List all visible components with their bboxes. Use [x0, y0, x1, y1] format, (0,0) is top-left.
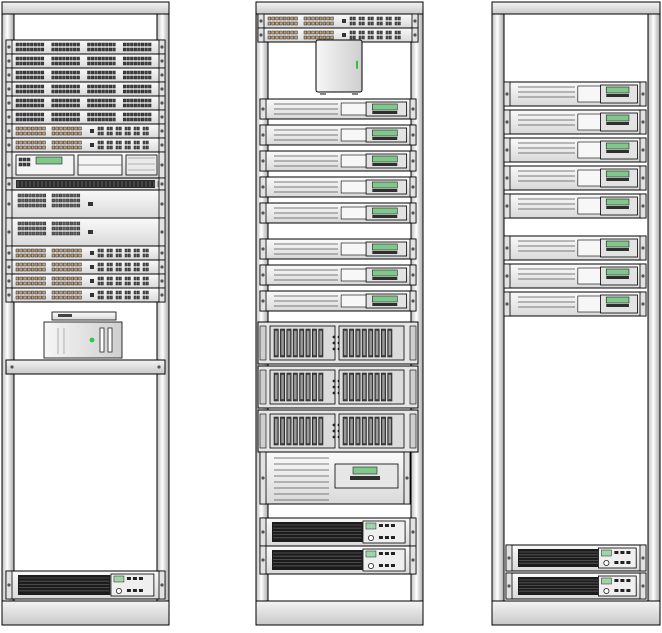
1u-server: [259, 176, 417, 198]
cable-manager: [5, 177, 166, 191]
switch: [5, 245, 166, 261]
ups: [505, 544, 647, 572]
ups: [259, 545, 417, 575]
switch: [5, 137, 166, 153]
switch: [5, 123, 166, 139]
1u-server: [503, 165, 647, 191]
1u-server: [259, 238, 417, 260]
1u-server: [503, 193, 647, 219]
switch: [257, 27, 419, 43]
router: [5, 151, 166, 179]
switch: [257, 13, 419, 29]
wall-mounted-enclosure: [315, 39, 363, 95]
patch-panel: [5, 81, 166, 97]
disk-array: [257, 321, 419, 365]
disk-array: [257, 365, 419, 409]
modem-bank: [5, 217, 166, 247]
ups: [259, 517, 417, 547]
patch-panel: [5, 53, 166, 69]
1u-server: [259, 98, 417, 120]
1u-server: [259, 290, 417, 312]
1u-server: [503, 137, 647, 163]
1u-server: [259, 202, 417, 224]
2u-server: [259, 451, 411, 505]
patch-panel: [5, 95, 166, 111]
patch-panel: [5, 67, 166, 83]
disk-array: [257, 409, 419, 453]
switch: [5, 273, 166, 289]
modem-bank: [5, 189, 166, 219]
1u-server: [503, 263, 647, 289]
1u-server: [503, 291, 647, 317]
1u-server: [259, 124, 417, 146]
ups: [5, 570, 166, 600]
shelf-with-desktop-devices: [5, 311, 166, 375]
patch-panel: [5, 39, 166, 55]
patch-panel: [5, 109, 166, 125]
1u-server: [259, 150, 417, 172]
ups: [505, 572, 647, 600]
1u-server: [503, 235, 647, 261]
1u-server: [503, 81, 647, 107]
1u-server: [503, 109, 647, 135]
switch: [5, 287, 166, 303]
1u-server: [259, 264, 417, 286]
switch: [5, 259, 166, 275]
